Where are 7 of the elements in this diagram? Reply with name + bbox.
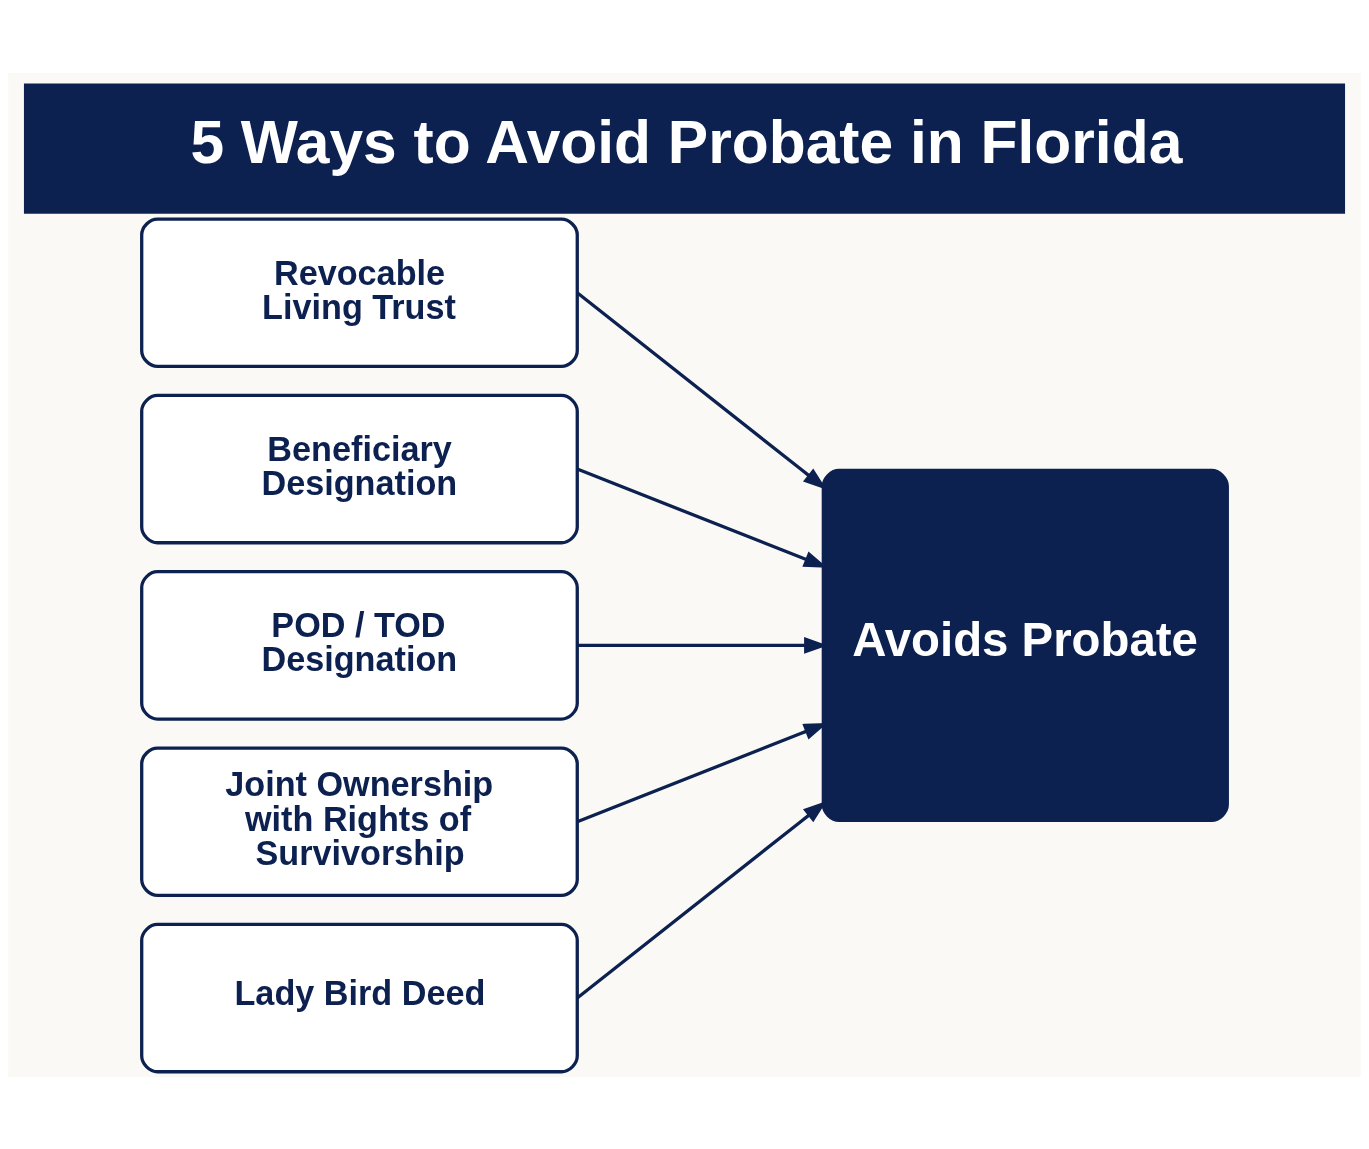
- node-box: Revocable Living Trust: [140, 216, 579, 368]
- diagram-title: 5 Ways to Avoid Probate in Florida: [190, 107, 1183, 176]
- node-box: POD / TOD Designation: [140, 569, 579, 721]
- node-box: Joint Ownership with Rights of Survivorship: [140, 745, 579, 897]
- node-box: Beneficiary Designation: [140, 393, 579, 544]
- node-box: Lady Bird Deed: [140, 922, 579, 1073]
- node-box: Avoids Probate: [821, 468, 1229, 822]
